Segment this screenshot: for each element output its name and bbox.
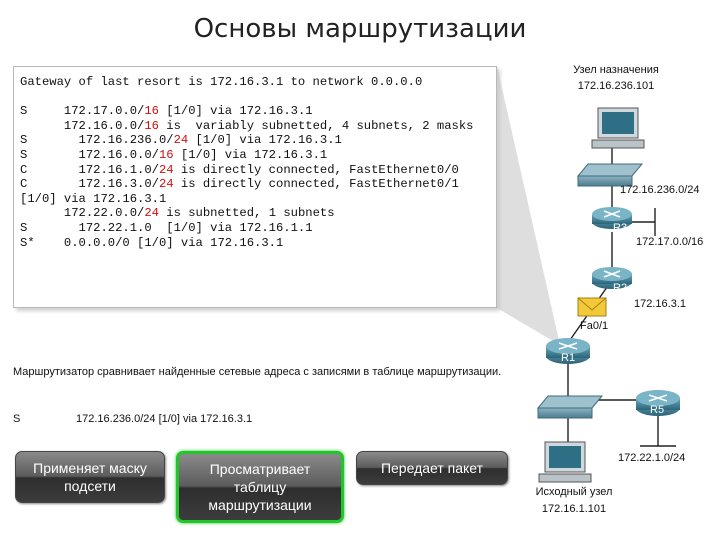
prefix-length: 24 bbox=[173, 133, 189, 148]
route-text: S* 0.0.0.0/0 [1/0] via 172.16.3.1 bbox=[20, 235, 284, 250]
forward-packet-button[interactable]: Передает пакет bbox=[356, 451, 508, 485]
route-text: C 172.16.3.0/ bbox=[20, 177, 159, 192]
routing-table-line: 172.22.0.0/24 is subnetted, 1 subnets bbox=[20, 206, 490, 221]
route-text: S 172.16.0.0/ bbox=[20, 147, 159, 162]
route-entry-text: 172.16.236.0/24 [1/0] via 172.16.3.1 bbox=[76, 413, 253, 425]
routing-table-line: 172.16.0.0/16 is variably subnetted, 4 s… bbox=[20, 119, 490, 134]
prefix-length: 16 bbox=[144, 118, 159, 133]
routing-table-line: [1/0] via 172.16.3.1 bbox=[20, 192, 490, 207]
switch-top-icon bbox=[576, 163, 644, 187]
source-node-label: Исходный узел bbox=[535, 486, 613, 498]
apply-mask-button-label: Применяет маску подсети bbox=[33, 460, 147, 494]
route-text: C 172.16.1.0/ bbox=[20, 162, 159, 177]
prefix-length: 24 bbox=[144, 206, 159, 221]
view-table-button[interactable]: Просматривает таблицу маршрутизации bbox=[176, 451, 344, 523]
route-entry-code: S bbox=[13, 413, 21, 425]
route-text: is directly connected, FastEthernet0/0 bbox=[173, 162, 459, 177]
route-text: 172.22.0.0/ bbox=[20, 206, 145, 221]
switch-bottom-icon bbox=[536, 395, 604, 419]
packet-envelope-icon bbox=[577, 297, 607, 317]
source-node-ip: 172.16.1.101 bbox=[541, 503, 607, 515]
routing-table-output: Gateway of last resort is 172.16.3.1 to … bbox=[13, 66, 497, 308]
caption-text: Маршрутизатор сравнивает найденные сетев… bbox=[13, 366, 502, 378]
zoom-wedge bbox=[497, 66, 560, 345]
router-r5-icon bbox=[636, 390, 680, 416]
prefix-length: 16 bbox=[144, 104, 159, 119]
route-text: [1/0] via 172.16.3.1 bbox=[173, 147, 328, 162]
apply-mask-button[interactable]: Применяет маску подсети bbox=[15, 451, 165, 503]
route-text: is subnetted, 1 subnets bbox=[158, 206, 335, 221]
destination-node-ip: 172.16.236.101 bbox=[577, 80, 655, 92]
prefix-length: 24 bbox=[158, 177, 174, 192]
router-r1-icon bbox=[546, 338, 590, 364]
route-text: [1/0] via 172.16.3.1 bbox=[20, 191, 167, 206]
router-r3-icon bbox=[592, 207, 632, 229]
router-r2-icon bbox=[592, 267, 632, 289]
route-text: [1/0] via 172.16.3.1 bbox=[188, 133, 342, 148]
route-text: S 172.22.1.0 [1/0] via 172.16.1.1 bbox=[20, 220, 313, 235]
route-text: S 172.17.0.0/ bbox=[20, 104, 145, 119]
destination-host-icon bbox=[591, 107, 645, 149]
forward-packet-button-label: Передает пакет bbox=[380, 460, 484, 476]
route-text: [1/0] via 172.16.3.1 bbox=[158, 104, 313, 119]
net-236-label: 172.16.236.0/24 bbox=[620, 184, 700, 196]
routing-table-line: S 172.22.1.0 [1/0] via 172.16.1.1 bbox=[20, 221, 490, 236]
router-r2-label: R2 bbox=[613, 282, 628, 294]
destination-node-label: Узел назначения bbox=[573, 64, 659, 76]
router-r3-label: R3 bbox=[613, 222, 628, 234]
net-22-label: 172.22.1.0/24 bbox=[618, 452, 686, 464]
route-text: 172.16.0.0/ bbox=[20, 118, 145, 133]
net-17-label: 172.17.0.0/16 bbox=[636, 236, 704, 248]
router-r1-label: R1 bbox=[561, 352, 576, 364]
routing-table-line: C 172.16.3.0/24 is directly connected, F… bbox=[20, 177, 490, 192]
view-table-button-label: Просматривает таблицу маршрутизации bbox=[208, 461, 312, 513]
route-text: Gateway of last resort is 172.16.3.1 to … bbox=[20, 75, 423, 89]
prefix-length: 24 bbox=[158, 162, 174, 177]
source-host-icon bbox=[538, 441, 592, 483]
routing-table-line: S 172.16.0.0/16 [1/0] via 172.16.3.1 bbox=[20, 148, 490, 163]
route-text: is directly connected, FastEthernet0/1 bbox=[173, 177, 459, 192]
next-hop-label: 172.16.3.1 bbox=[634, 298, 686, 310]
prefix-length: 16 bbox=[158, 147, 174, 162]
interface-label: Fa0/1 bbox=[580, 320, 609, 332]
router-r5-label: R5 bbox=[650, 404, 665, 416]
routing-table-line: Gateway of last resort is 172.16.3.1 to … bbox=[20, 75, 490, 90]
route-text: is variably subnetted, 4 subnets, 2 mask… bbox=[158, 118, 474, 133]
routing-table-line: S* 0.0.0.0/0 [1/0] via 172.16.3.1 bbox=[20, 236, 490, 251]
routing-table-line: C 172.16.1.0/24 is directly connected, F… bbox=[20, 163, 490, 178]
route-text: S 172.16.236.0/ bbox=[20, 133, 174, 148]
routing-table-line: S 172.17.0.0/16 [1/0] via 172.16.3.1 bbox=[20, 104, 490, 119]
page-title: Основы маршрутизации bbox=[193, 14, 527, 44]
routing-table-line: S 172.16.236.0/24 [1/0] via 172.16.3.1 bbox=[20, 133, 490, 148]
